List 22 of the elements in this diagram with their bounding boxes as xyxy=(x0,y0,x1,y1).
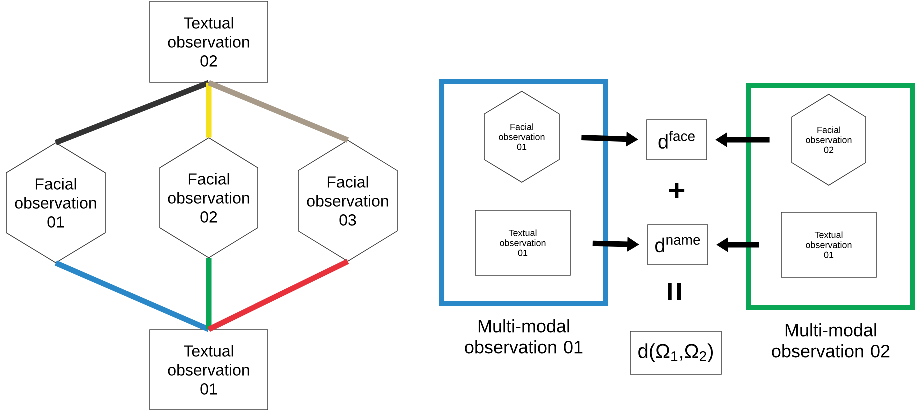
text-box: Textual observation 02 xyxy=(150,1,268,83)
text-box: Textual observation 01 xyxy=(475,210,571,276)
connector xyxy=(54,260,210,332)
text-box: Textual observation 01 xyxy=(781,212,877,278)
hexagon: Facial observation 03 xyxy=(298,140,398,262)
connector xyxy=(208,80,350,143)
text-box: d$^{face}$ xyxy=(646,120,708,160)
connector xyxy=(208,259,350,332)
text-box: d(Ω$_{1}$,Ω$_{2}$) xyxy=(630,331,722,375)
node-label: Multi-modal observation 01 xyxy=(465,320,583,354)
text-box: Textual observation 01 xyxy=(150,330,268,410)
hexagon: Facial observation 02 xyxy=(160,138,258,258)
math-sign: = xyxy=(668,283,681,300)
text-box: d$^{name}$ xyxy=(648,224,708,266)
node-label: Multi-modal observation 02 xyxy=(772,324,890,358)
hexagon: Facial observation 02 xyxy=(792,94,866,186)
math-sign: + xyxy=(670,183,685,198)
connector xyxy=(206,82,212,138)
connector xyxy=(206,258,212,330)
hexagon: Facial observation 01 xyxy=(484,91,560,183)
hexagon: Facial observation 01 xyxy=(6,142,106,264)
connector xyxy=(55,80,210,146)
